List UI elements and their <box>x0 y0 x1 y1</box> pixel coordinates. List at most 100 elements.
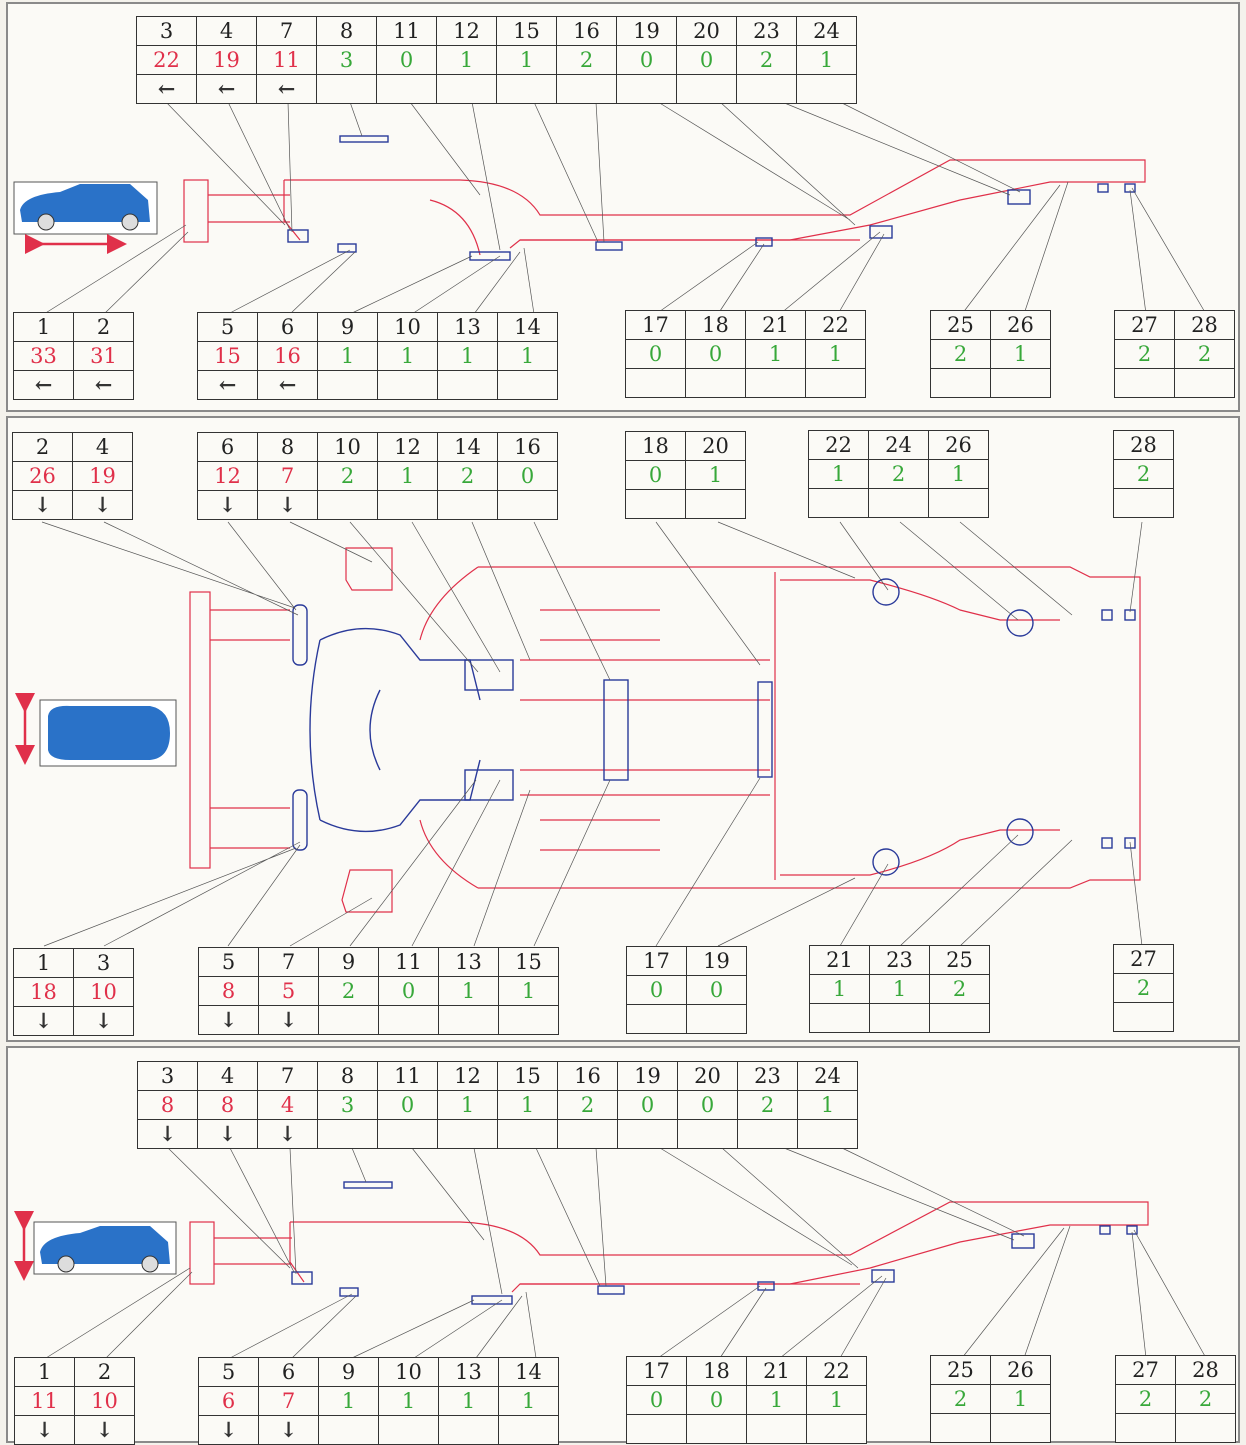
point-count: 2 <box>1113 973 1174 1003</box>
car-side-1 <box>13 181 158 254</box>
point-number: 28 <box>1174 310 1235 340</box>
arrow-down-icon: ↓ <box>73 1006 134 1036</box>
point-number: 10 <box>377 312 438 342</box>
empty-cell <box>616 74 677 104</box>
empty-cell <box>437 490 498 520</box>
empty-cell <box>1175 1413 1236 1443</box>
point-number: 26 <box>990 310 1051 340</box>
point-count: 0 <box>677 1090 738 1120</box>
empty-cell <box>377 370 438 400</box>
point-number: 28 <box>1175 1355 1236 1385</box>
point-number: 24 <box>796 16 857 46</box>
empty-cell <box>808 488 869 518</box>
point-count: 2 <box>737 1090 798 1120</box>
empty-cell <box>869 1003 930 1033</box>
empty-cell <box>930 1413 991 1443</box>
arrow-down-icon: ↓ <box>72 490 133 520</box>
point-count: 2 <box>868 459 929 489</box>
point-count: 3 <box>316 45 377 75</box>
point-count: 1 <box>746 1385 807 1415</box>
point-count: 1 <box>437 341 498 371</box>
point-number: 23 <box>737 1061 798 1091</box>
point-number: 2 <box>73 312 134 342</box>
point-number: 21 <box>745 310 806 340</box>
point-count: 0 <box>626 975 687 1005</box>
point-count: 1 <box>498 976 559 1006</box>
point-count: 1 <box>797 1090 858 1120</box>
empty-cell <box>377 1119 438 1149</box>
point-count: 2 <box>318 976 379 1006</box>
point-count: 1 <box>809 974 870 1004</box>
point-number: 25 <box>930 310 991 340</box>
point-number: 22 <box>806 1356 867 1386</box>
empty-cell <box>557 1119 618 1149</box>
empty-cell <box>436 74 497 104</box>
point-count: 5 <box>258 976 319 1006</box>
point-count: 2 <box>1113 459 1174 489</box>
point-count: 0 <box>625 460 686 490</box>
empty-cell <box>805 368 866 398</box>
point-count: 1 <box>806 1385 867 1415</box>
empty-cell <box>437 370 498 400</box>
point-count: 2 <box>1175 1384 1236 1414</box>
arrow-left-icon: ← <box>73 370 134 400</box>
point-number: 20 <box>677 1061 738 1091</box>
arrow-left-icon: ← <box>257 370 318 400</box>
empty-cell <box>556 74 617 104</box>
point-number: 4 <box>196 16 257 46</box>
point-count: 1 <box>808 459 869 489</box>
point-count: 0 <box>617 1090 678 1120</box>
point-number: 24 <box>797 1061 858 1091</box>
point-number: 20 <box>685 431 746 461</box>
chassis-side-view-1 <box>183 159 1146 256</box>
point-number: 23 <box>736 16 797 46</box>
point-number: 2 <box>12 432 73 462</box>
point-count: 1 <box>745 339 806 369</box>
point-number: 13 <box>438 947 499 977</box>
empty-cell <box>316 74 377 104</box>
point-number: 18 <box>685 310 746 340</box>
point-number: 3 <box>137 1061 198 1091</box>
point-count: 2 <box>930 339 991 369</box>
arrow-down-icon: ↓ <box>14 1415 75 1445</box>
empty-cell <box>685 489 746 519</box>
point-number: 12 <box>436 16 497 46</box>
point-count: 11 <box>256 45 317 75</box>
point-number: 6 <box>257 312 318 342</box>
point-count: 0 <box>377 1090 438 1120</box>
point-number: 21 <box>809 945 870 975</box>
chassis-top-view <box>189 566 1141 889</box>
point-count: 33 <box>13 341 74 371</box>
empty-cell <box>497 490 558 520</box>
point-number: 3 <box>73 948 134 978</box>
point-count: 0 <box>378 976 439 1006</box>
point-count: 0 <box>625 339 686 369</box>
arrow-left-icon: ← <box>196 74 257 104</box>
point-number: 7 <box>256 16 317 46</box>
point-number: 16 <box>497 432 558 462</box>
empty-cell <box>626 1004 687 1034</box>
empty-cell <box>677 1119 738 1149</box>
point-count: 1 <box>805 339 866 369</box>
point-number: 16 <box>557 1061 618 1091</box>
point-number: 24 <box>868 430 929 460</box>
point-count: 31 <box>73 341 134 371</box>
panel-top-lateral <box>6 416 1240 1042</box>
point-count: 1 <box>317 341 378 371</box>
point-count: 1 <box>318 1386 379 1416</box>
empty-cell <box>497 370 558 400</box>
point-number: 15 <box>498 947 559 977</box>
empty-cell <box>377 490 438 520</box>
point-number: 10 <box>378 1357 439 1387</box>
empty-cell <box>930 368 991 398</box>
point-count: 6 <box>198 1386 259 1416</box>
empty-cell <box>1115 1413 1176 1443</box>
empty-cell <box>928 488 989 518</box>
